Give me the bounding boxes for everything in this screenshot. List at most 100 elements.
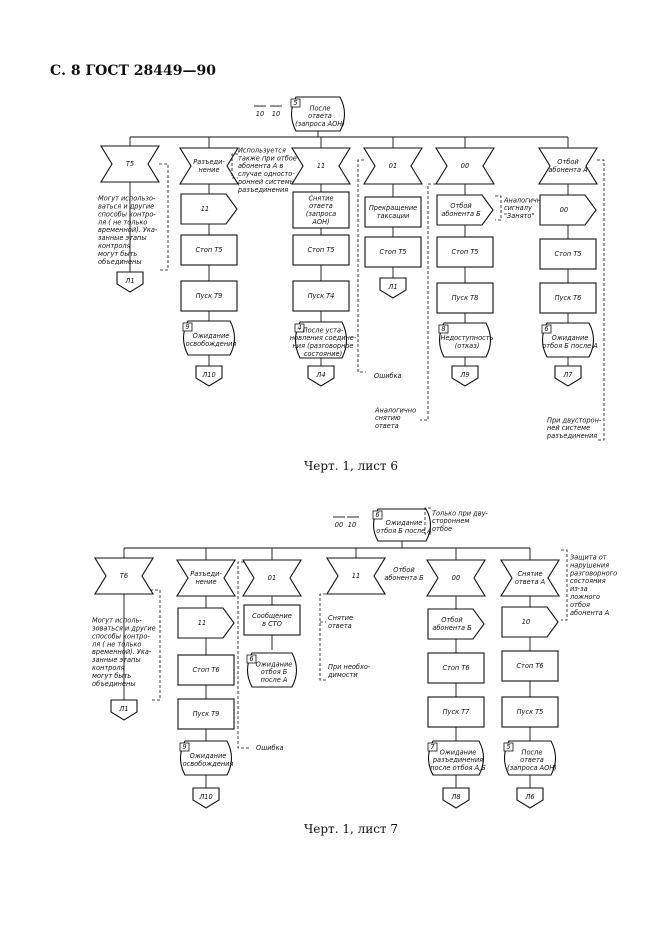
task-shape xyxy=(177,698,235,730)
task-label: Сообщение xyxy=(252,612,292,620)
sheet7-col5-connector: Л8 xyxy=(442,787,470,809)
sheet7-col5-input: 00 xyxy=(426,559,486,597)
sheet7-col6-note: Защита отнарушенияразговорногосостоянияи… xyxy=(569,553,617,616)
state-number: 9 xyxy=(185,323,189,331)
sheet7-col4-comment-bracket xyxy=(319,593,326,681)
comment-text: случае односто- xyxy=(238,170,295,178)
state-label: Ожидание xyxy=(386,519,423,527)
task-shape xyxy=(177,654,235,686)
state-label: (отказ) xyxy=(455,342,480,350)
comment-text: ронней системы xyxy=(237,178,295,186)
comment-text: Только при дву- xyxy=(432,509,489,517)
state-label: Ожидание xyxy=(440,748,477,756)
comment-text: ответа xyxy=(328,622,352,630)
arrow-label-1: 00 xyxy=(335,521,343,529)
comment-text: контроля xyxy=(92,664,125,672)
connector-shape xyxy=(307,365,335,387)
connector-label: Л4 xyxy=(315,371,325,379)
task-label: Снятие xyxy=(308,194,333,202)
state-shape xyxy=(427,740,485,776)
comment-text: отбое xyxy=(432,525,452,533)
state-label: освобождения xyxy=(186,340,237,348)
sheet6-col5-task-stop: Стоп Т5 xyxy=(436,236,494,268)
state-number: 5 xyxy=(506,743,510,751)
input-signal-label: нение xyxy=(195,578,216,586)
state-number: 6 xyxy=(375,511,379,519)
state-label: Ожидание xyxy=(190,752,227,760)
task-shape xyxy=(427,696,485,728)
task-shape xyxy=(539,282,597,314)
input-signal-shape xyxy=(538,147,598,185)
comment-text: ответа xyxy=(375,422,399,430)
input-signal-label: 00 xyxy=(452,574,460,582)
comment-text: состояния xyxy=(570,577,606,585)
input-signal-shape xyxy=(291,147,351,185)
state-shape xyxy=(438,322,492,358)
sheet6-col2-task-stop: Стоп Т5 xyxy=(180,234,238,266)
task-shape xyxy=(180,234,238,266)
connector-shape xyxy=(554,365,582,387)
sheet6-col1-comment-bracket xyxy=(159,163,169,271)
comment-text: абонента А в xyxy=(238,162,283,170)
connector-label: Л8 xyxy=(450,793,460,801)
signal-label: абонента Б xyxy=(384,574,424,582)
task-label: АОН) xyxy=(311,218,329,226)
comment-text: способы контро- xyxy=(92,632,150,640)
state-label: ответа xyxy=(308,112,332,120)
sheet6-col5-task-start: Пуск Т8 xyxy=(436,282,494,314)
sheet6-col4-task-stop: Стоп Т5 xyxy=(364,236,422,268)
comment-text: временной). Ука- xyxy=(92,648,152,656)
state-number-box xyxy=(372,510,383,520)
state-shape xyxy=(246,652,298,688)
sheet6-col6-connector: Л7 xyxy=(554,365,582,387)
task-shape xyxy=(364,196,422,228)
sheet7-col1-input: T6 xyxy=(94,557,154,595)
comment-text: ваться и другие xyxy=(98,202,154,210)
input-signal-label: T6 xyxy=(120,572,128,580)
sheet7-col1-connector: Л1 xyxy=(110,699,138,721)
connector-label: Л10 xyxy=(201,371,215,379)
input-signal-label: Отбой xyxy=(557,158,579,166)
comment-text: ней системе xyxy=(547,424,590,432)
output-signal-shape xyxy=(539,194,597,226)
connector-label: Л7 xyxy=(562,371,573,379)
state-shape xyxy=(179,740,233,776)
comment-text: контроля xyxy=(98,242,131,250)
input-signal-label: 01 xyxy=(389,162,397,170)
state-shape xyxy=(503,740,557,776)
sheet7-col3-input: 01 xyxy=(242,559,302,597)
connector-shape xyxy=(192,787,220,809)
state-label: После xyxy=(522,748,543,756)
comment-text: занные этапы xyxy=(92,656,141,664)
input-signal-shape xyxy=(326,557,386,595)
output-signal-label: 11 xyxy=(201,205,209,213)
connector-shape xyxy=(451,365,479,387)
sheet6-col2-output: 11 xyxy=(180,193,238,225)
task-label: Стоп Т6 xyxy=(516,662,543,670)
comment-text: "Занято" xyxy=(504,212,535,220)
state-number-box xyxy=(503,742,514,752)
comment-text: При двусторон- xyxy=(547,416,602,424)
comment-text: Аналогично xyxy=(503,196,545,204)
state-number-box xyxy=(541,324,552,334)
sheet7-col6-task-stop: Стоп Т6 xyxy=(501,650,559,682)
state-number: 8 xyxy=(441,325,445,333)
state-label: Ожидание xyxy=(256,660,293,668)
state-label: Ожидание xyxy=(552,334,589,342)
sheet6-col2-comment-bracket xyxy=(231,153,238,179)
state-label: ния (разговорное xyxy=(293,342,354,350)
sheet7-col2-connector: Л10 xyxy=(192,787,220,809)
output-signal-shape xyxy=(180,193,238,225)
sheet6-similar-bracket xyxy=(420,183,436,421)
sheet6-col5-connector: Л9 xyxy=(451,365,479,387)
state-shape xyxy=(372,508,432,542)
input-signal-label: ответа А xyxy=(515,578,546,586)
